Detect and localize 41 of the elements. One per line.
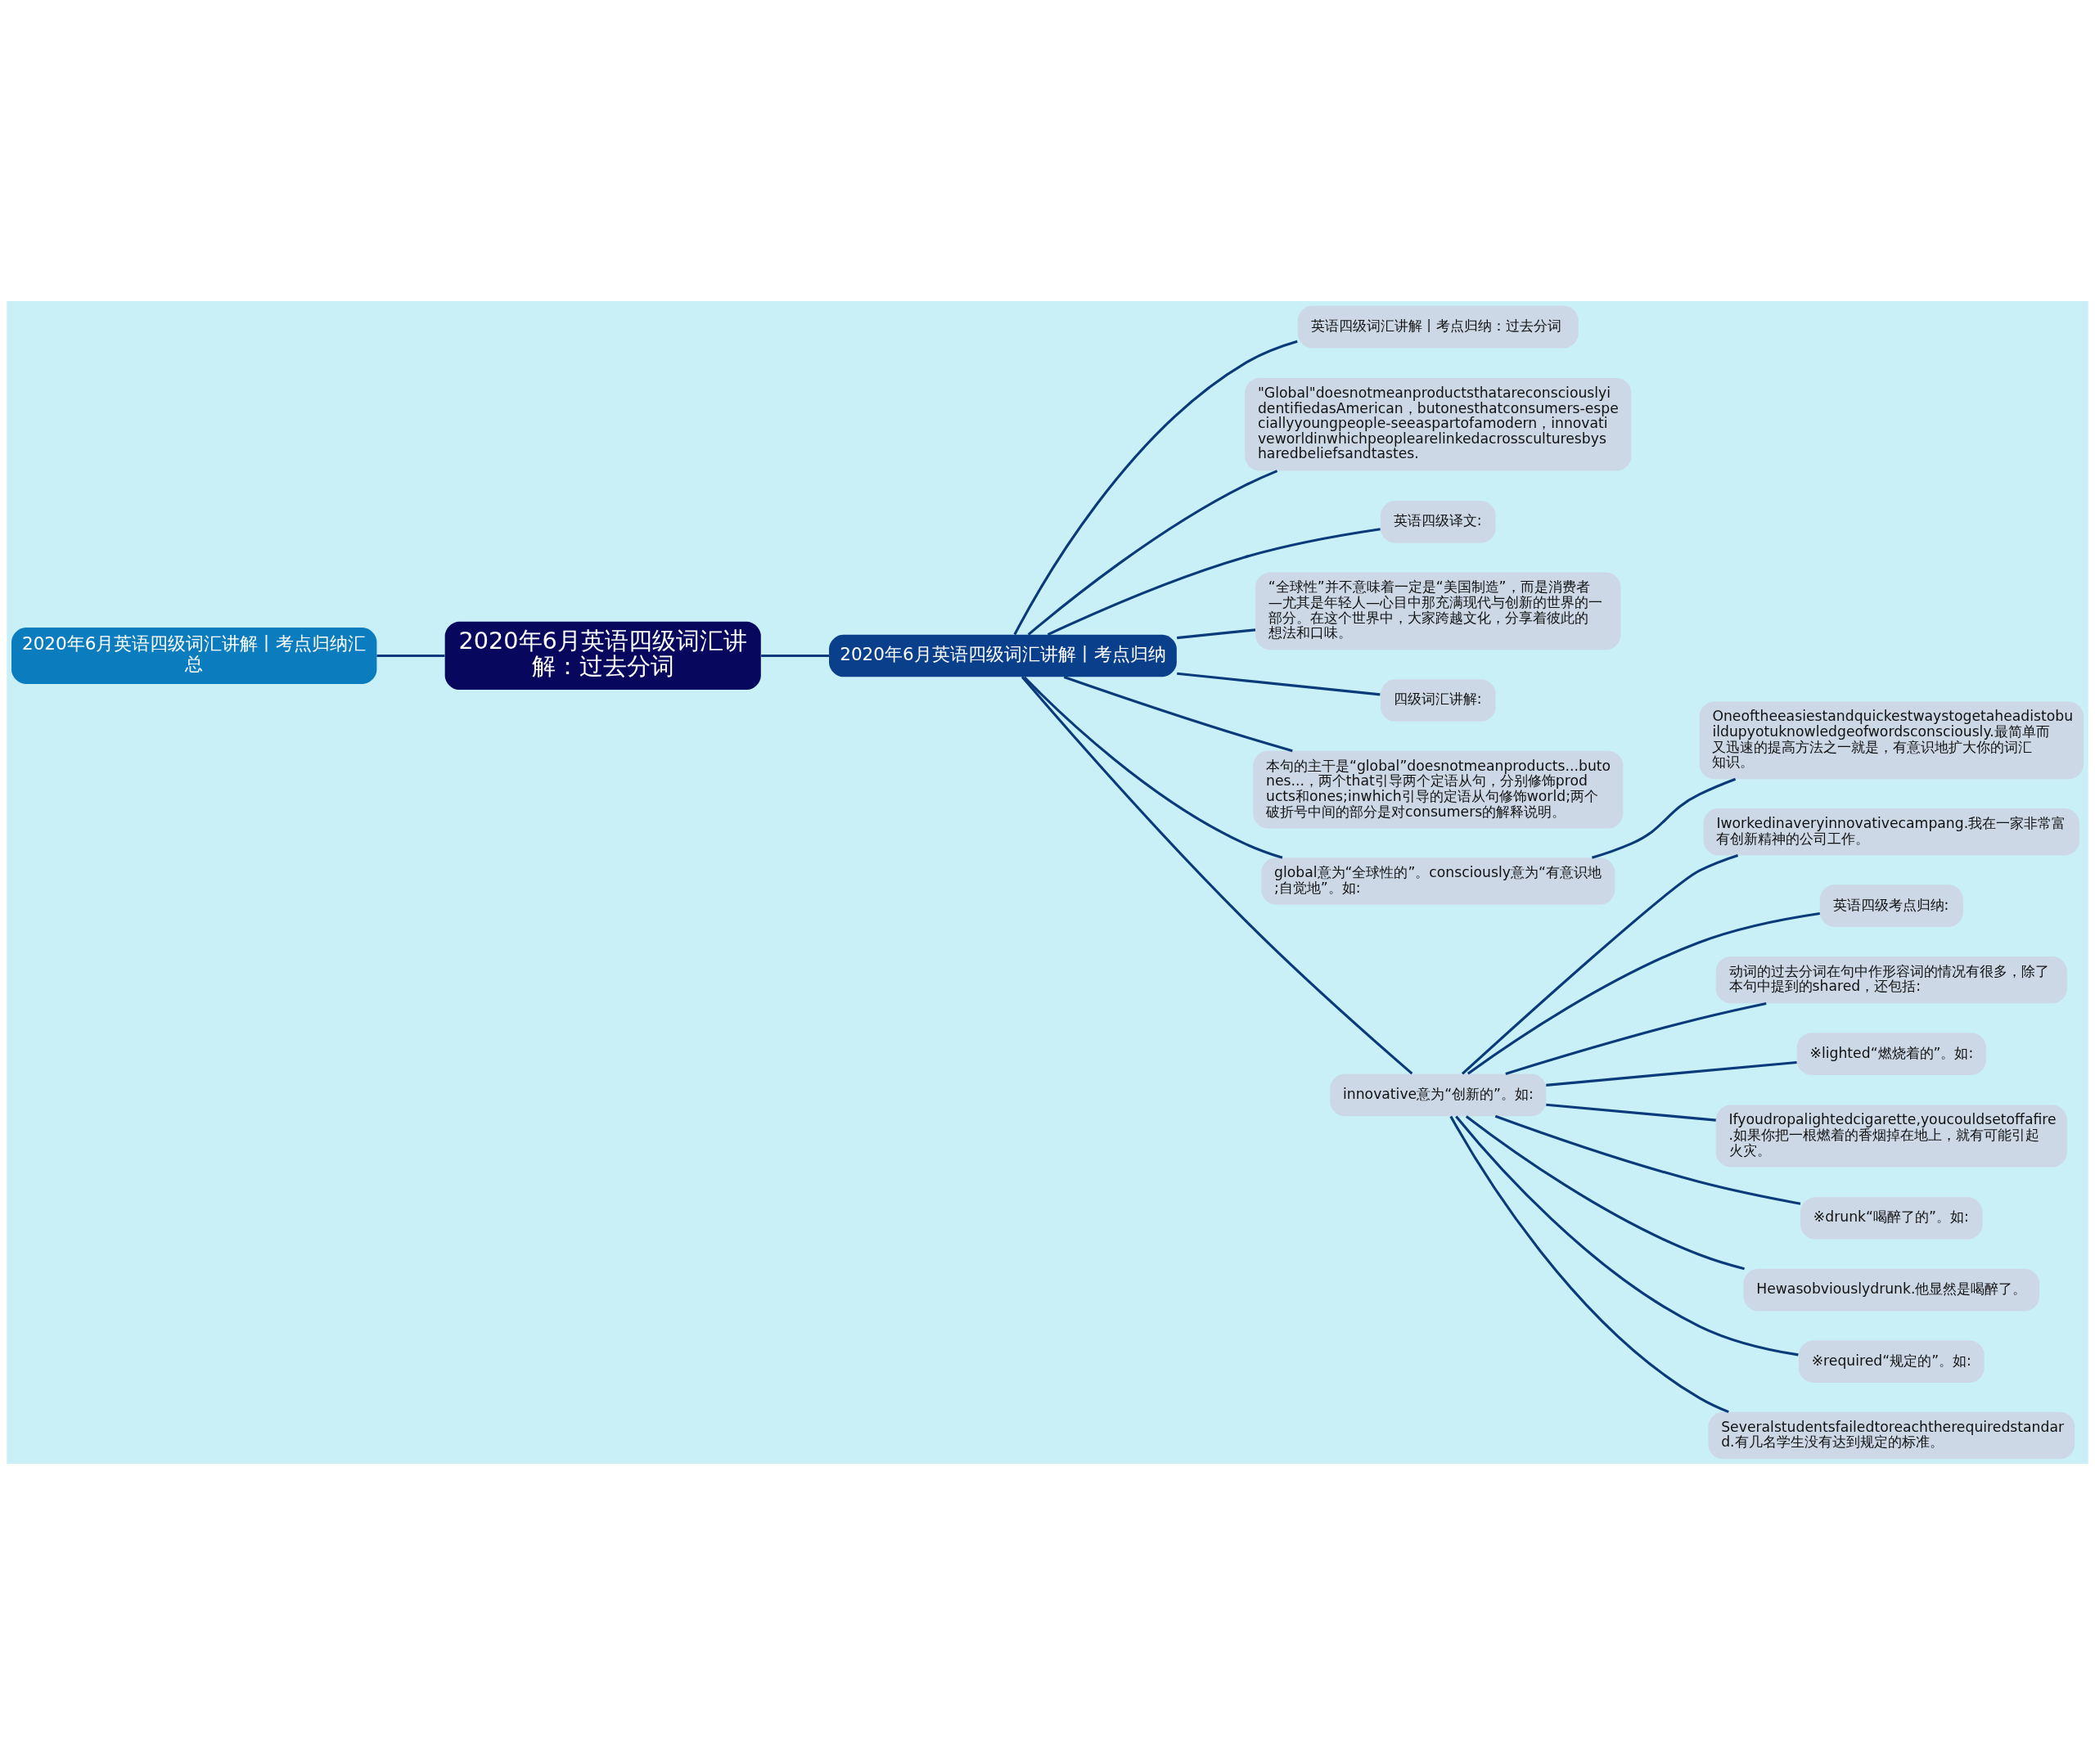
connector	[1063, 675, 1293, 752]
connector	[1177, 672, 1381, 695]
node-box: 英语四级考点归纳:	[1819, 884, 1963, 927]
node-box: innovative意为“创新的”。如:	[1330, 1073, 1547, 1116]
connector	[1013, 340, 1298, 635]
connector	[376, 654, 445, 657]
connector	[1023, 676, 1283, 859]
connector	[1455, 1115, 1799, 1356]
node-box: 2020年6月英语四级词汇讲解丨考点归纳汇总	[11, 627, 377, 684]
connector	[1449, 1115, 1729, 1413]
connector	[1592, 777, 1737, 859]
connector	[1047, 527, 1381, 636]
node-box: Severalstudentsfailedtoreachtherequiredstandard.有几名学生没有达到规定的标准。	[1708, 1411, 2075, 1459]
node-box: global意为“全球性的”。consciously意为“有意识地;自觉地”。如:	[1261, 857, 1615, 905]
connector	[1546, 1060, 1797, 1087]
node-box: ※drunk“喝醉了的”。如:	[1800, 1196, 1983, 1240]
node-box: ※lighted“燃烧着的”。如:	[1796, 1032, 1986, 1075]
connector	[761, 654, 829, 657]
connector	[1505, 1001, 1767, 1075]
node-box: 英语四级译文:	[1380, 500, 1496, 543]
node-box: 动词的过去分词在句中作形容词的情况有很多，除了本句中提到的shared，还包括:	[1715, 956, 2067, 1003]
node-box: Oneoftheeasiestandquickestwaystogetaheadistobuildupyotuknowledgeofwordsconsciously.最简单而又迅速的提高方法之一就是，有意识地扩大你的词汇知识。	[1699, 700, 2084, 779]
node-box: 2020年6月英语四级词汇讲解丨考点归纳	[829, 634, 1177, 677]
node-box: “全球性”并不意味着一定是“美国制造”，而是消费者—尤其是年轻人—心目中那充满现代与创新的世界的一部分。在这个世界中，大家跨越文化，分享着彼此的想法和口味。	[1255, 572, 1621, 650]
node-box: Ifyoudropalightedcigarette,youcouldsetoffafire.如果你把一根燃着的香烟掉在地上，就有可能引起火灾。	[1715, 1105, 2067, 1168]
connector	[1020, 675, 1413, 1074]
connector	[1546, 1103, 1716, 1122]
node-box: Iworkedinaveryinnovativecampang.我在一家非常富有创新精神的公司工作。	[1703, 808, 2079, 855]
connector	[1466, 911, 1820, 1074]
connector	[1027, 469, 1278, 636]
node-box: 四级词汇讲解:	[1380, 678, 1496, 722]
node-box: ※required“规定的”。如:	[1798, 1339, 1985, 1383]
connector	[1494, 1114, 1801, 1205]
node-box: 2020年6月英语四级词汇讲解：过去分词	[444, 621, 761, 690]
connector	[1177, 628, 1256, 639]
node-box: Hewasobviouslydrunk.他显然是喝醉了。	[1743, 1268, 2040, 1311]
node-box: "Global"doesnotmeanproductsthatareconsciouslyidentifiedasAmerican，butonesthatconsumers-especiallyyoungpeople-seeaspartofamodern，innovativeworldinwhichpeoplearelinkedacrossculturesbysharedbeliefsandtastes.	[1245, 377, 1632, 470]
node-box: 本句的主干是“global”doesnotmeanproducts...butones...，两个that引导两个定语从句，分别修饰products和ones;inwhich引导的定语从句修饰world;两个破折号中间的部分是对consumers的解释说明。	[1253, 750, 1624, 828]
node-box: 英语四级词汇讲解丨考点归纳：过去分词	[1297, 305, 1579, 348]
connector	[1465, 1114, 1745, 1270]
connector	[1461, 853, 1739, 1075]
